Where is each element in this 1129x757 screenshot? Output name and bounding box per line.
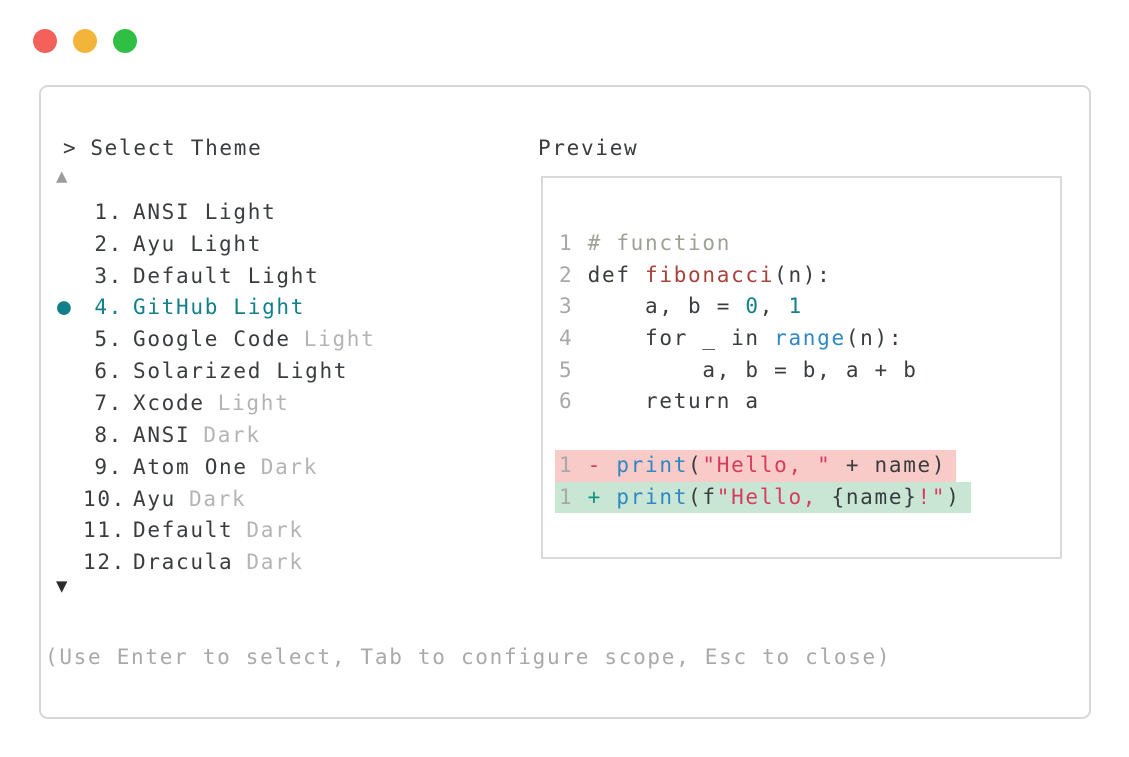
diff-minus-sign: -: [587, 452, 617, 477]
theme-name: Solarized Light: [133, 359, 349, 384]
theme-name: Ayu Light: [133, 231, 263, 256]
code-line-blank: [559, 418, 1054, 450]
theme-selector-panel: > Select Theme Preview ▲ 1.ANSI Light 2.A…: [39, 85, 1091, 719]
theme-list-item[interactable]: 6.Solarized Light: [94, 359, 349, 384]
theme-variant: Dark: [189, 486, 247, 511]
theme-variant: Dark: [203, 422, 261, 447]
code-line: 4 for _ in range(n):: [559, 326, 904, 351]
window-controls: [33, 29, 137, 53]
page-title-text: Select Theme: [90, 136, 263, 160]
line-number: 3: [559, 294, 574, 319]
close-button-icon[interactable]: [33, 29, 57, 53]
diff-line-added: 1+ print(f"Hello, {name}!"): [555, 481, 1054, 514]
line-number: 1: [559, 484, 574, 509]
theme-list-item[interactable]: 2.Ayu Light: [94, 231, 263, 256]
line-number: 4: [559, 326, 574, 351]
line-number: 2: [559, 262, 574, 287]
prompt-icon: >: [63, 136, 78, 160]
page-title: > Select Theme: [63, 134, 262, 162]
theme-variant: Light: [217, 390, 290, 415]
theme-name: Ayu: [133, 486, 177, 511]
code-line: 5 a, b = b, a + b: [559, 357, 918, 382]
line-number: 1: [559, 231, 574, 255]
line-number: 1: [559, 452, 574, 477]
theme-variant: Dark: [246, 550, 304, 575]
scroll-up-icon[interactable]: ▲: [56, 165, 68, 187]
selection-bullet-icon: ●: [57, 294, 73, 321]
line-number: 6: [559, 389, 574, 414]
theme-name: GitHub Light: [133, 295, 306, 320]
theme-list-item-selected[interactable]: ●4.GitHub Light: [57, 294, 306, 321]
theme-list: 1.ANSI Light 2.Ayu Light 3.Default Light…: [57, 196, 376, 578]
code-line: 6 return a: [559, 389, 760, 414]
scroll-down-icon[interactable]: ▼: [56, 575, 68, 597]
theme-name: Xcode: [133, 390, 205, 415]
theme-name: Default: [133, 518, 234, 543]
theme-variant: Dark: [246, 518, 304, 543]
theme-name: Google Code: [133, 327, 291, 352]
theme-name: Atom One: [133, 454, 248, 479]
code-line: 1# function: [559, 231, 732, 255]
theme-variant: Light: [303, 327, 376, 352]
minimize-button-icon[interactable]: [73, 29, 97, 53]
theme-name: ANSI: [133, 422, 191, 447]
diff-line-removed: 1- print("Hello, " + name): [555, 449, 1054, 482]
diff-plus-sign: +: [587, 484, 617, 509]
theme-list-item[interactable]: 3.Default Light: [94, 263, 320, 288]
keyboard-hint: (Use Enter to select, Tab to configure s…: [45, 645, 892, 669]
preview-label: Preview: [538, 136, 639, 160]
maximize-button-icon[interactable]: [113, 29, 137, 53]
theme-name: ANSI Light: [133, 199, 277, 224]
line-number: 5: [559, 357, 574, 382]
theme-name: Dracula: [133, 550, 234, 575]
code-line: 3 a, b = 0, 1: [559, 294, 803, 319]
theme-name: Default Light: [133, 263, 320, 288]
theme-variant: Dark: [260, 454, 319, 479]
theme-list-item[interactable]: 1.ANSI Light: [94, 199, 277, 224]
